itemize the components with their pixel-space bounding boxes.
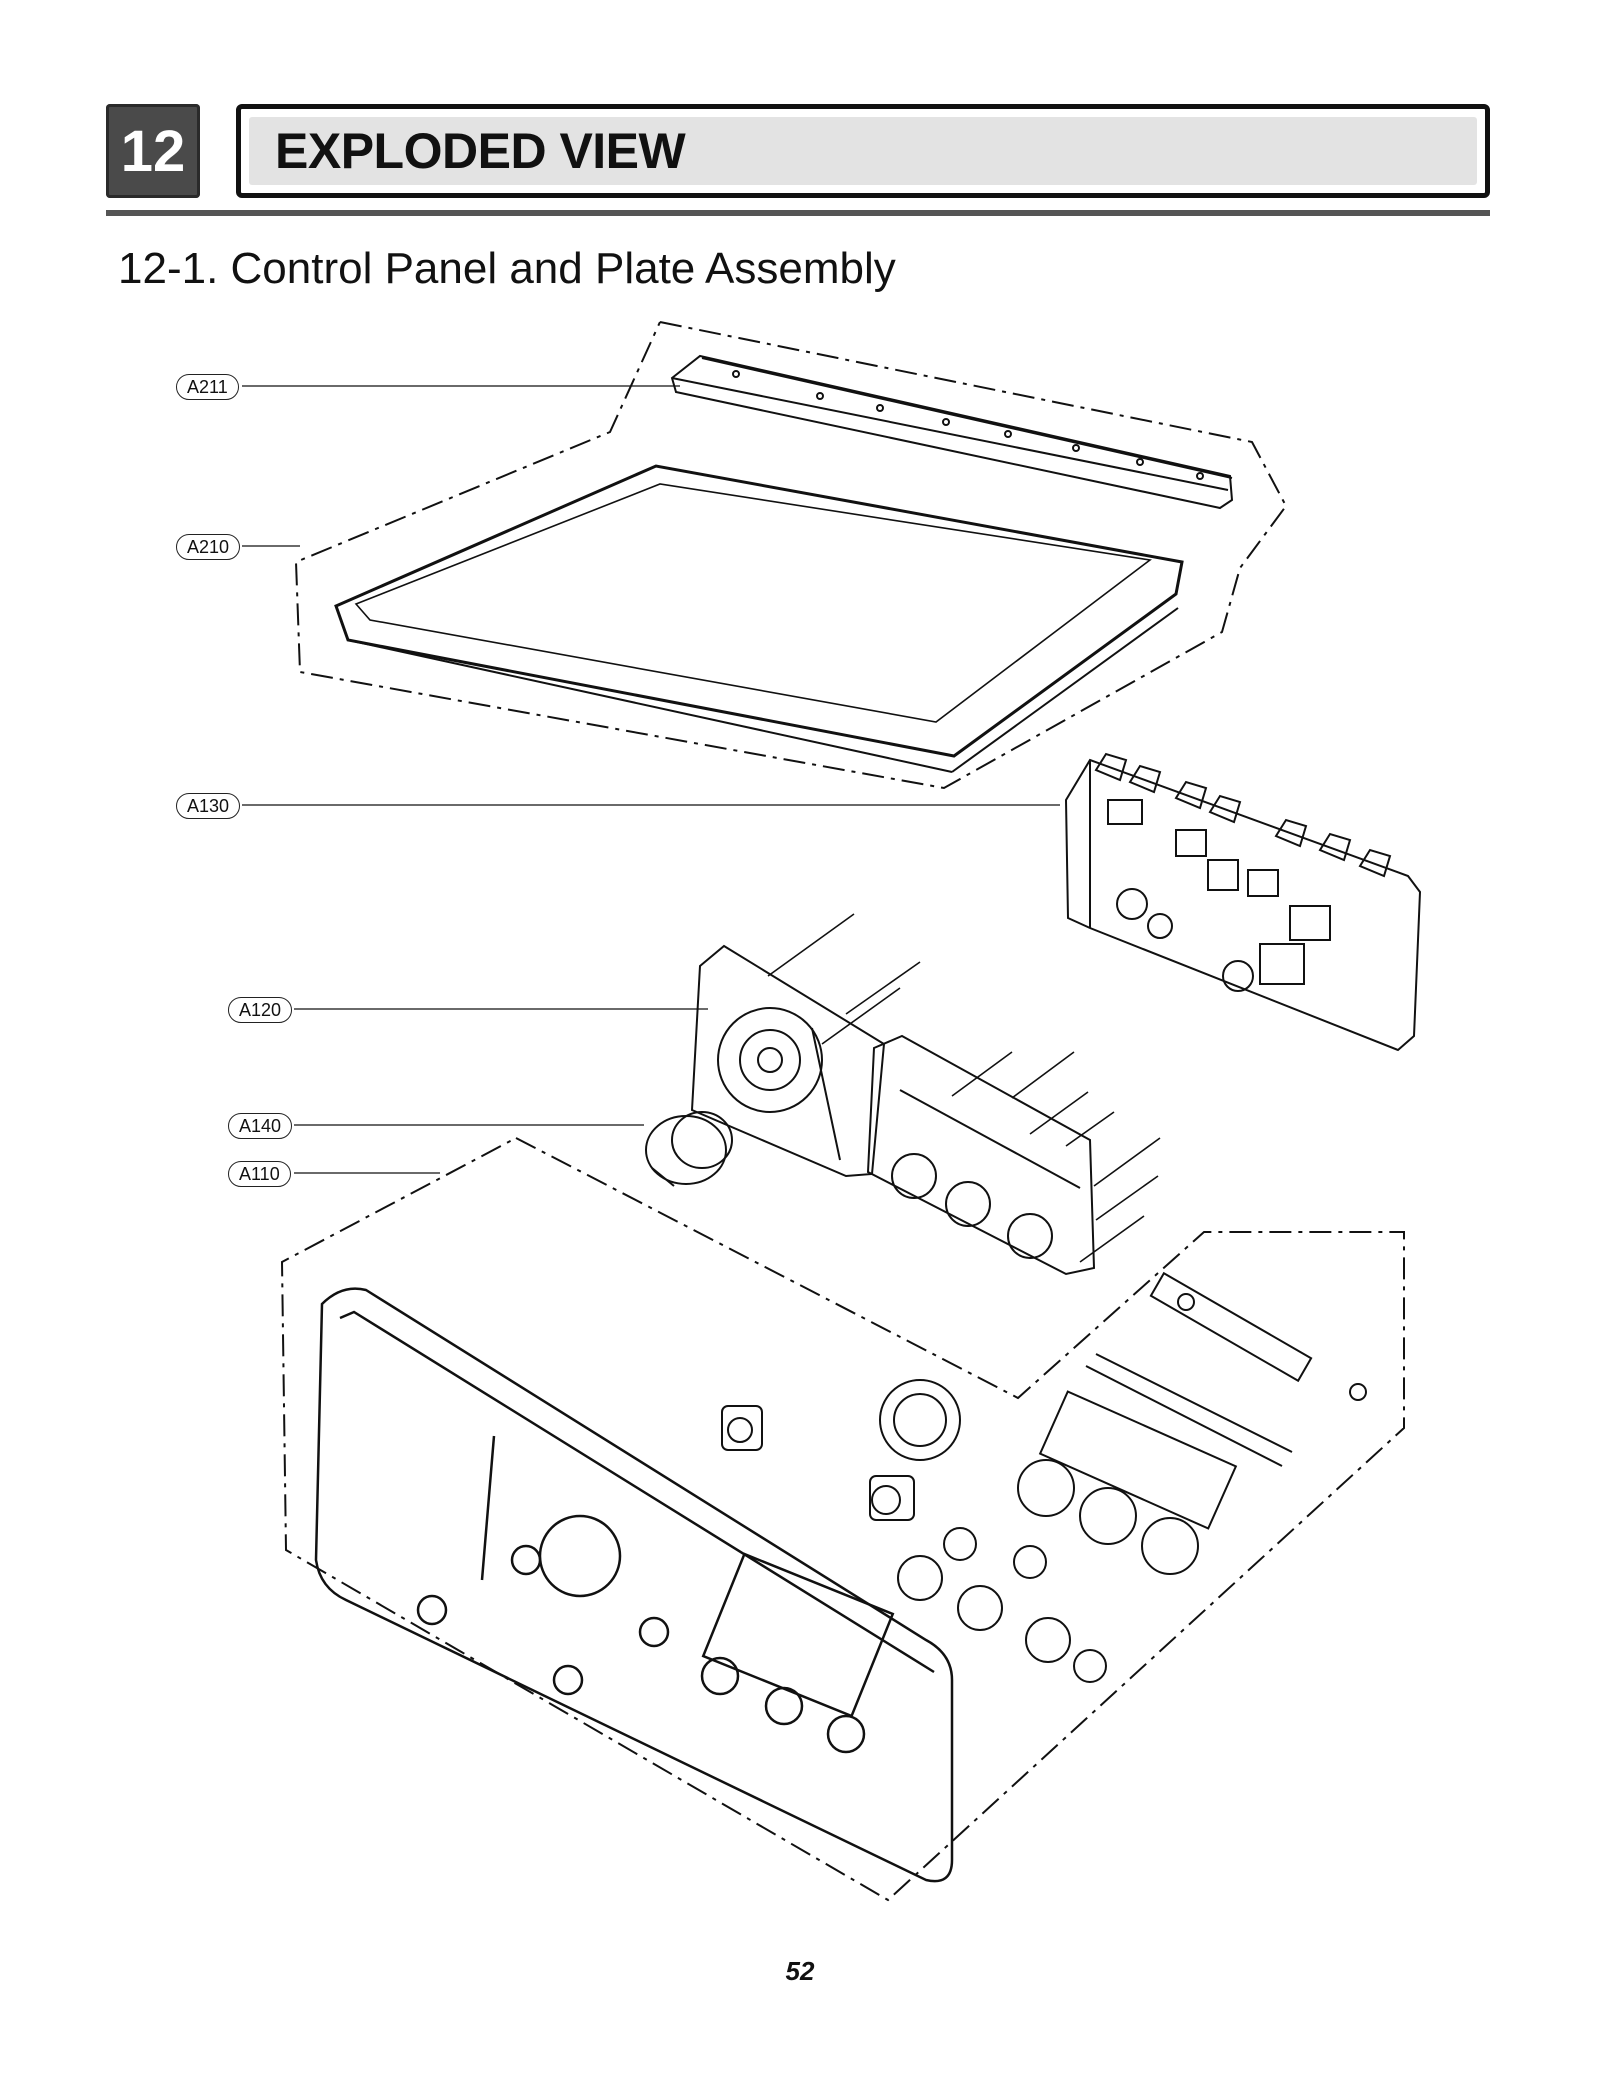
callout-a110: A110: [228, 1161, 291, 1187]
callout-a130: A130: [176, 793, 241, 819]
part-a110-panel: [314, 1287, 954, 1883]
part-a140-knob: [645, 1111, 733, 1187]
part-control-housing: [866, 1034, 1096, 1276]
part-a210-top-plate: [334, 464, 1184, 773]
section-title: EXPLODED VIEW: [275, 123, 686, 179]
callout-a120: A120: [228, 997, 293, 1023]
part-a130-pcb: [1064, 752, 1422, 1052]
page-number: 52: [785, 1956, 815, 1986]
section-number-badge: 12: [106, 104, 200, 198]
callout-a211: A211: [176, 374, 239, 400]
part-a120-frame: [690, 944, 886, 1178]
section-title-box: EXPLODED VIEW: [236, 104, 1490, 198]
part-a211-bracket: [670, 354, 1234, 510]
boundary-top-assembly: [294, 321, 1288, 790]
header-rule: [106, 210, 1490, 216]
loose-knobs-buttons: [721, 1271, 1367, 1683]
screws: [767, 913, 1161, 1263]
callout-a140: A140: [228, 1113, 293, 1139]
subtitle: 12-1. Control Panel and Plate Assembly: [118, 244, 896, 293]
section-number: 12: [120, 118, 186, 184]
callout-a210: A210: [176, 534, 241, 560]
boundary-bottom-assembly: [280, 1137, 1405, 1902]
